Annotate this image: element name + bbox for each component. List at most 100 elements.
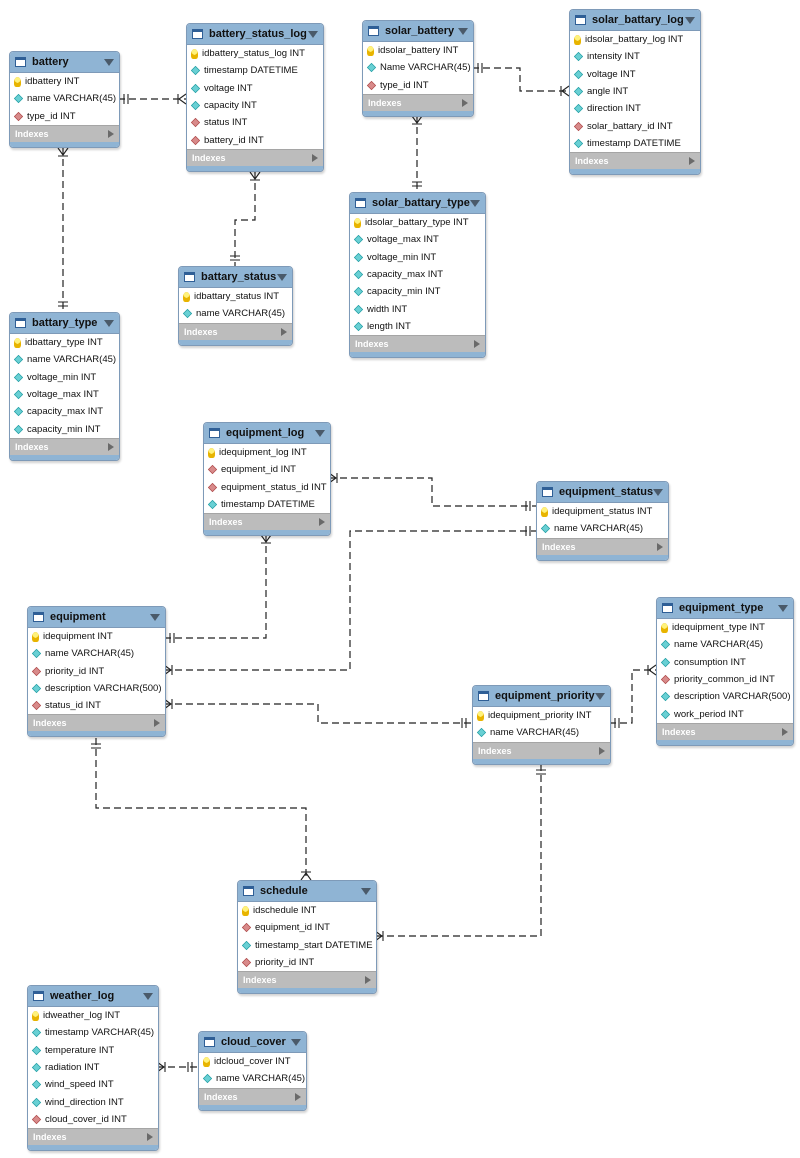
table-header[interactable]: cloud_cover: [199, 1032, 306, 1053]
collapse-arrow-icon[interactable]: [291, 1038, 301, 1046]
column-row[interactable]: timestamp DATETIME: [187, 62, 323, 79]
collapse-arrow-icon[interactable]: [361, 887, 371, 895]
indexes-section[interactable]: Indexes: [570, 152, 700, 170]
table-header[interactable]: solar_battary_type: [350, 193, 485, 214]
collapse-arrow-icon[interactable]: [685, 16, 695, 24]
column-row[interactable]: intensity INT: [570, 48, 700, 65]
column-row[interactable]: name VARCHAR(45): [473, 724, 610, 741]
collapse-arrow-icon[interactable]: [104, 319, 114, 327]
column-row[interactable]: priority_common_id INT: [657, 671, 793, 688]
column-row[interactable]: voltage_min INT: [350, 249, 485, 266]
expand-arrow-icon[interactable]: [319, 518, 325, 527]
column-row[interactable]: status_id INT: [28, 697, 165, 714]
expand-arrow-icon[interactable]: [365, 976, 371, 985]
column-row[interactable]: idequipment_status INT: [537, 503, 668, 520]
column-row[interactable]: idsolar_battary_type INT: [350, 214, 485, 231]
column-row[interactable]: radiation INT: [28, 1059, 158, 1076]
indexes-section[interactable]: Indexes: [28, 714, 165, 732]
column-row[interactable]: equipment_id INT: [204, 461, 330, 478]
expand-arrow-icon[interactable]: [462, 98, 468, 107]
column-row[interactable]: timestamp DATETIME: [204, 496, 330, 513]
table-header[interactable]: battery_status_log: [187, 24, 323, 45]
column-row[interactable]: type_id INT: [10, 108, 119, 125]
column-row[interactable]: name VARCHAR(45): [657, 636, 793, 653]
column-row[interactable]: voltage_max INT: [350, 231, 485, 248]
column-row[interactable]: capacity_min INT: [350, 283, 485, 300]
column-row[interactable]: idsolar_battary_log INT: [570, 31, 700, 48]
expand-arrow-icon[interactable]: [281, 327, 287, 336]
expand-arrow-icon[interactable]: [108, 129, 114, 138]
column-row[interactable]: wind_speed INT: [28, 1076, 158, 1093]
column-row[interactable]: description VARCHAR(500): [657, 688, 793, 705]
column-row[interactable]: equipment_status_id INT: [204, 479, 330, 496]
indexes-section[interactable]: Indexes: [238, 971, 376, 989]
column-row[interactable]: idweather_log INT: [28, 1007, 158, 1024]
table-header[interactable]: solar_battery: [363, 21, 473, 42]
column-row[interactable]: idbattery INT: [10, 73, 119, 90]
table-header[interactable]: equipment_type: [657, 598, 793, 619]
expand-arrow-icon[interactable]: [312, 153, 318, 162]
expand-arrow-icon[interactable]: [154, 719, 160, 728]
column-row[interactable]: idequipment_type INT: [657, 619, 793, 636]
expand-arrow-icon[interactable]: [295, 1092, 301, 1101]
table-header[interactable]: schedule: [238, 881, 376, 902]
column-row[interactable]: idcloud_cover INT: [199, 1053, 306, 1070]
column-row[interactable]: Name VARCHAR(45): [363, 59, 473, 76]
column-row[interactable]: idbattary_status INT: [179, 288, 292, 305]
column-row[interactable]: temperature INT: [28, 1042, 158, 1059]
column-row[interactable]: status INT: [187, 114, 323, 131]
column-row[interactable]: voltage INT: [187, 80, 323, 97]
column-row[interactable]: capacity INT: [187, 97, 323, 114]
column-row[interactable]: capacity_max INT: [350, 266, 485, 283]
expand-arrow-icon[interactable]: [689, 157, 695, 166]
column-row[interactable]: name VARCHAR(45): [28, 645, 165, 662]
column-row[interactable]: voltage INT: [570, 66, 700, 83]
column-row[interactable]: idequipment_log INT: [204, 444, 330, 461]
collapse-arrow-icon[interactable]: [470, 199, 480, 207]
expand-arrow-icon[interactable]: [782, 727, 788, 736]
column-row[interactable]: idequipment_priority INT: [473, 707, 610, 724]
column-row[interactable]: timestamp VARCHAR(45): [28, 1024, 158, 1041]
column-row[interactable]: width INT: [350, 300, 485, 317]
collapse-arrow-icon[interactable]: [143, 992, 153, 1000]
indexes-section[interactable]: Indexes: [473, 741, 610, 759]
indexes-section[interactable]: Indexes: [199, 1087, 306, 1105]
column-row[interactable]: voltage_max INT: [10, 386, 119, 403]
column-row[interactable]: name VARCHAR(45): [179, 305, 292, 322]
expand-arrow-icon[interactable]: [108, 442, 114, 451]
table-header[interactable]: battary_type: [10, 313, 119, 334]
expand-arrow-icon[interactable]: [599, 746, 605, 755]
table-header[interactable]: equipment_log: [204, 423, 330, 444]
indexes-section[interactable]: Indexes: [10, 124, 119, 142]
collapse-arrow-icon[interactable]: [458, 27, 468, 35]
indexes-section[interactable]: Indexes: [179, 322, 292, 340]
column-row[interactable]: priority_id INT: [28, 663, 165, 680]
indexes-section[interactable]: Indexes: [204, 513, 330, 531]
column-row[interactable]: length INT: [350, 318, 485, 335]
column-row[interactable]: idsolar_battery INT: [363, 42, 473, 59]
column-row[interactable]: voltage_min INT: [10, 369, 119, 386]
column-row[interactable]: name VARCHAR(45): [10, 90, 119, 107]
collapse-arrow-icon[interactable]: [308, 30, 318, 38]
collapse-arrow-icon[interactable]: [315, 429, 325, 437]
indexes-section[interactable]: Indexes: [350, 335, 485, 353]
column-row[interactable]: solar_battary_id INT: [570, 117, 700, 134]
column-row[interactable]: cloud_cover_id INT: [28, 1111, 158, 1128]
indexes-section[interactable]: Indexes: [657, 722, 793, 740]
collapse-arrow-icon[interactable]: [595, 692, 605, 700]
column-row[interactable]: idbattary_type INT: [10, 334, 119, 351]
collapse-arrow-icon[interactable]: [104, 58, 114, 66]
column-row[interactable]: name VARCHAR(45): [10, 351, 119, 368]
indexes-section[interactable]: Indexes: [187, 148, 323, 166]
